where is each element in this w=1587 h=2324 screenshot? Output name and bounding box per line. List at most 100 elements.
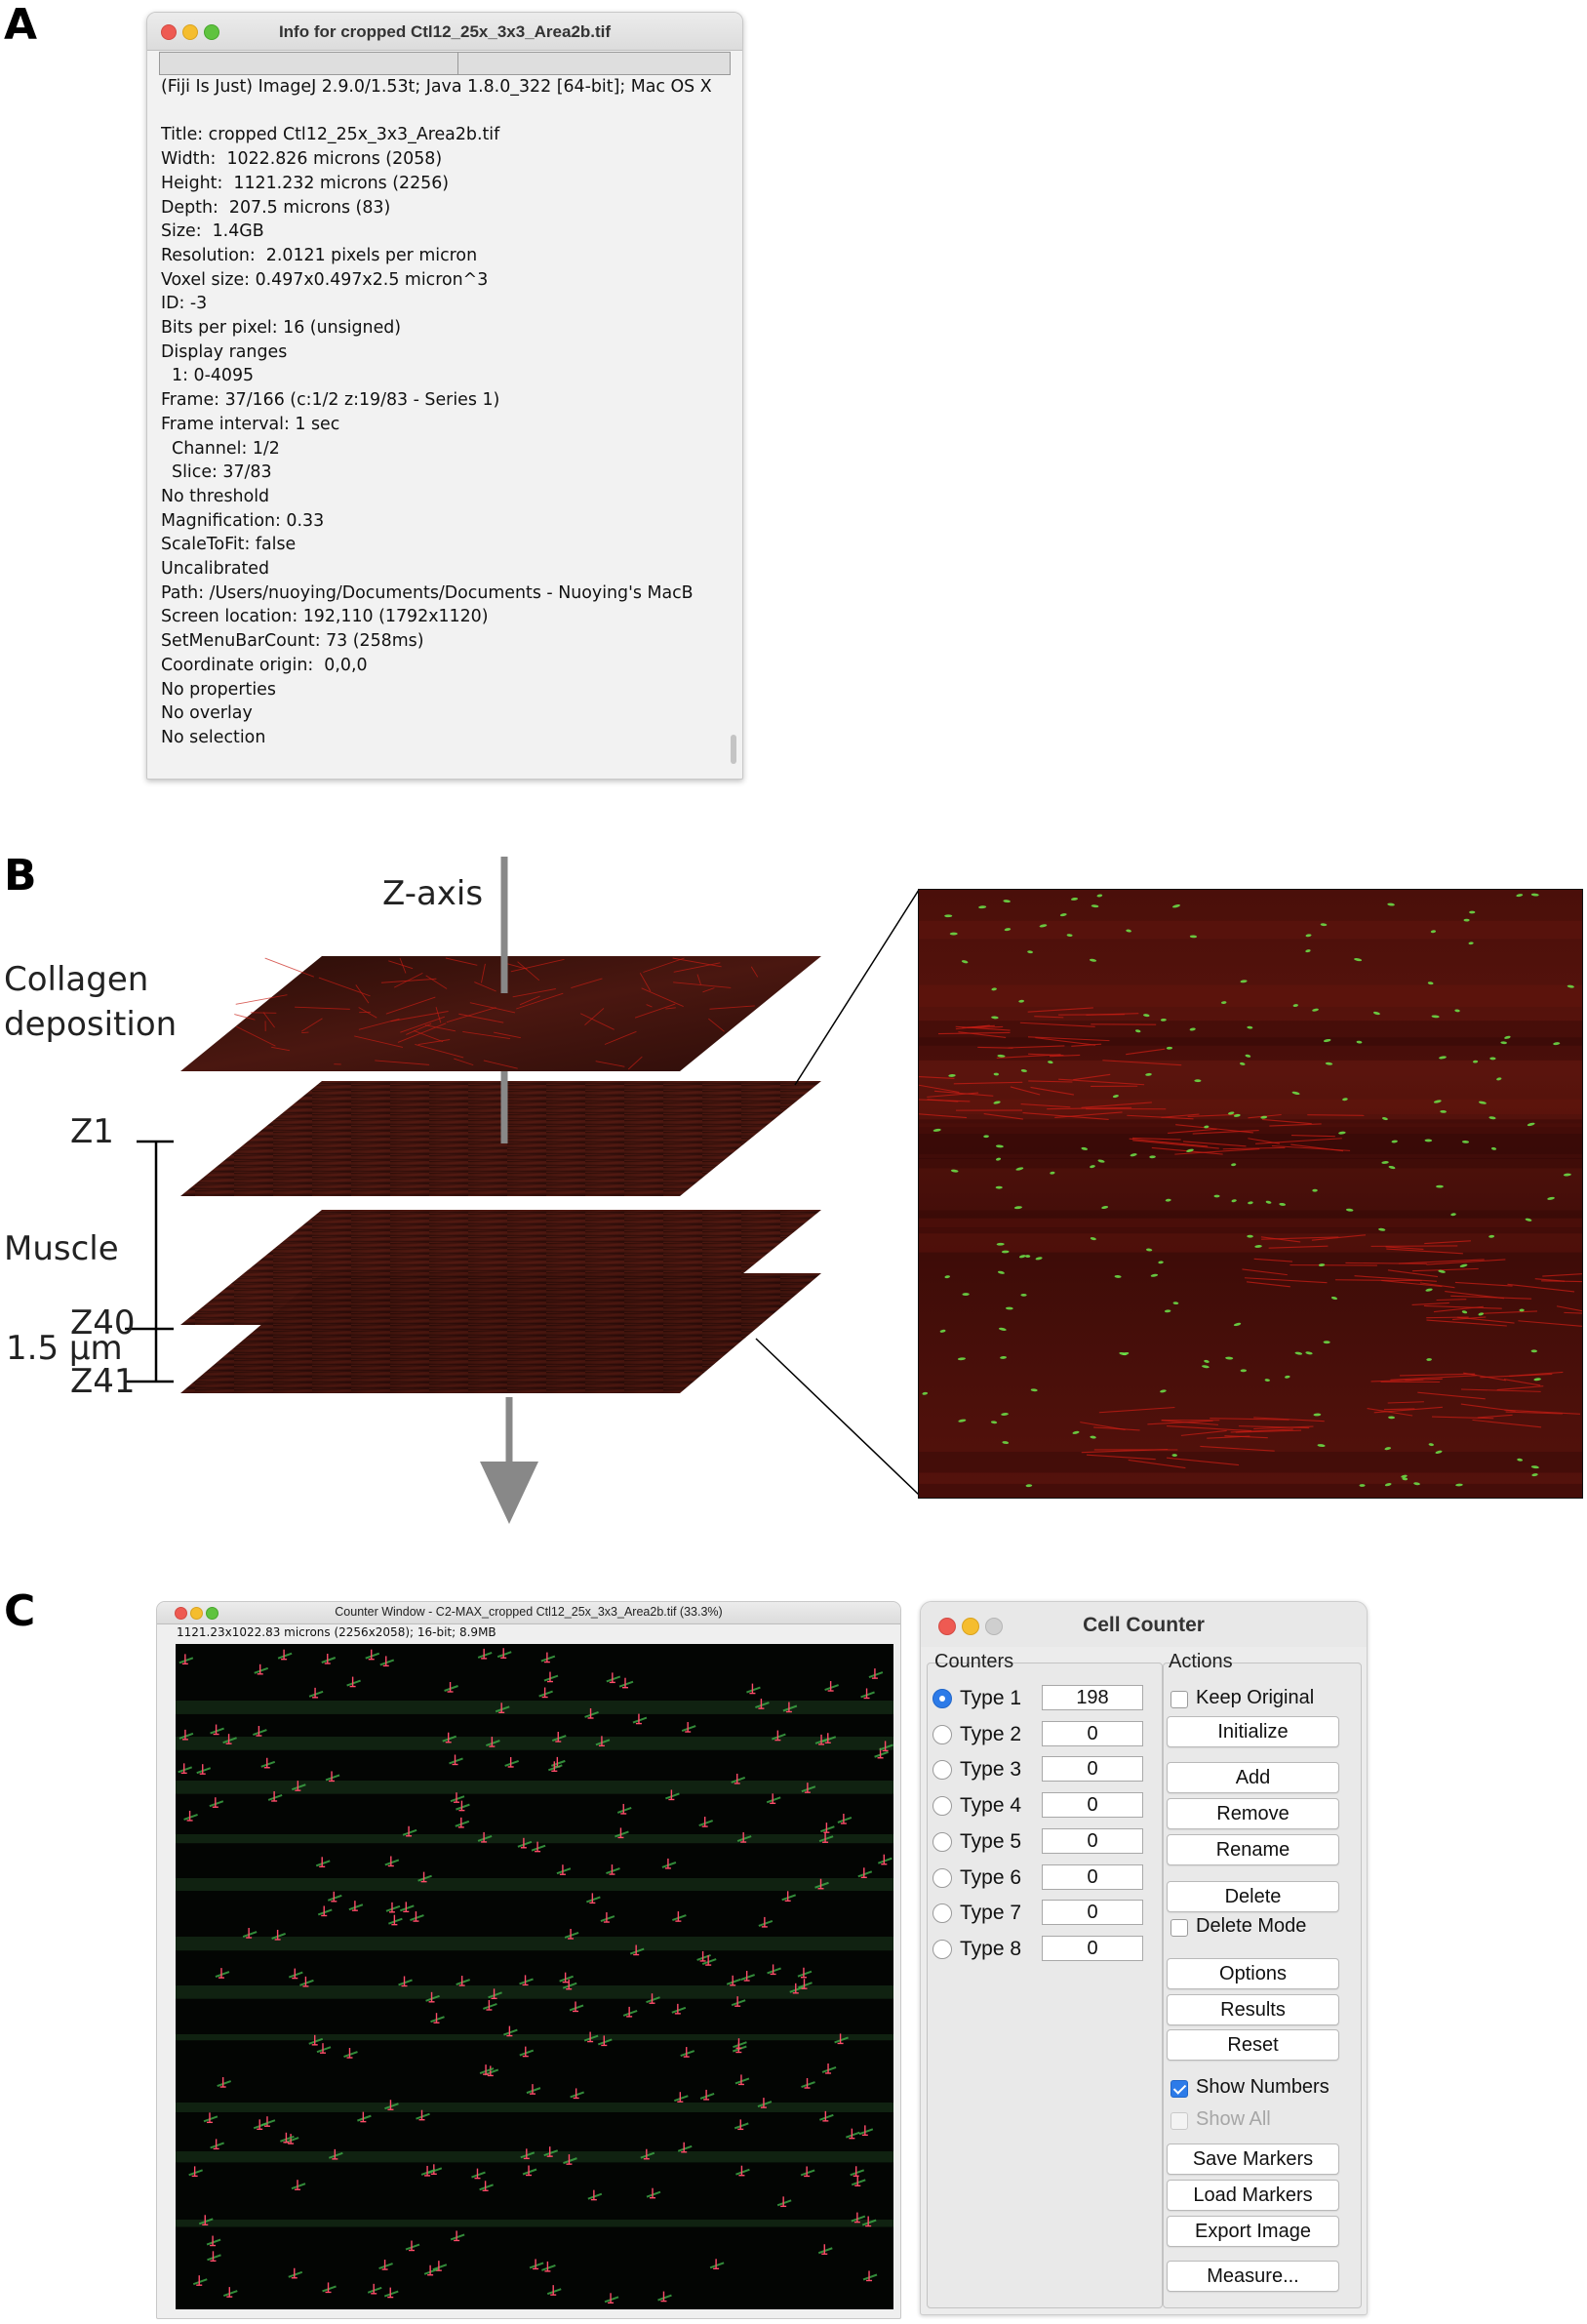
type-count-field[interactable]: 0 [1042,1792,1143,1819]
radio-unselected[interactable] [932,1831,952,1852]
type-count-field[interactable]: 0 [1042,1756,1143,1783]
info-window-titlebar[interactable]: Info for cropped Ctl12_25x_3x3_Area2b.ti… [147,13,742,51]
nucleus [1164,1309,1171,1313]
type-count-field[interactable]: 198 [1042,1685,1143,1710]
minimize-button[interactable] [962,1618,979,1635]
muscle-fiber [1509,1371,1564,1377]
measure-button[interactable]: Measure... [1167,2261,1339,2292]
collagen-fiber [300,1018,323,1032]
nucleus [597,2038,613,2046]
close-button[interactable] [161,24,177,40]
nucleus [1530,1465,1539,1469]
fiber-band [176,1878,893,1892]
add-button[interactable]: Add [1167,1762,1339,1793]
type-label: Type 8 [960,1937,1022,1960]
rename-button[interactable]: Rename [1167,1834,1339,1865]
delete-mode-checkbox[interactable]: Delete Mode [1170,1914,1356,1942]
radio-unselected[interactable] [932,1939,952,1959]
minimize-button[interactable] [190,1607,203,1620]
scrollbar-thumb[interactable] [731,735,736,764]
reset-button[interactable]: Reset [1167,2029,1339,2061]
checkbox-checked[interactable] [1170,2080,1188,2098]
delete-button[interactable]: Delete [1167,1881,1339,1912]
load-markers-button[interactable]: Load Markers [1167,2180,1339,2211]
export-image-button[interactable]: Export Image [1167,2216,1339,2247]
collagen-fiber [355,984,370,1004]
nucleus [877,1857,893,1864]
zoom-button[interactable] [204,24,219,40]
nucleus [1221,1001,1227,1005]
nucleus [797,1970,813,1978]
nucleus [861,2219,877,2226]
collagen-fiber [696,974,701,985]
nucleus [734,2077,750,2085]
results-button[interactable]: Results [1167,1994,1339,2025]
cell-counter-titlebar[interactable]: Cell Counter [921,1602,1367,1647]
nucleus [1005,1306,1013,1310]
type-count-field[interactable]: 0 [1042,1935,1143,1961]
counter-type-row[interactable]: Type 2 0 [932,1718,1155,1751]
nucleus [1342,1098,1348,1102]
collagen-fiber [519,995,540,1006]
nucleus [179,1657,194,1664]
radio-unselected[interactable] [932,1724,952,1744]
counter-type-row[interactable]: Type 8 0 [932,1933,1155,1966]
radio-unselected[interactable] [932,1796,952,1817]
z-axis-label: Z-axis [382,874,484,913]
nucleus [325,1774,340,1782]
nucleus [1165,1198,1171,1202]
type-count-field[interactable]: 0 [1042,1900,1143,1926]
nucleus [1239,1062,1246,1065]
type-count-field[interactable]: 0 [1042,1827,1143,1854]
checkbox-box[interactable] [1170,1919,1188,1937]
counter-image-svg[interactable] [176,1644,893,2309]
remove-button[interactable]: Remove [1167,1798,1339,1829]
counter-window-titlebar[interactable]: Counter Window - C2-MAX_cropped Ctl12_25… [157,1602,900,1624]
nucleus [1050,1171,1055,1175]
nucleus [556,1867,572,1875]
options-button[interactable]: Options [1167,1958,1339,1989]
muscle-fiber [1454,1281,1513,1287]
nucleus [1233,1322,1242,1327]
radio-unselected[interactable] [932,1760,952,1781]
nucleus [726,1978,741,1985]
show-numbers-checkbox[interactable]: Show Numbers [1170,2075,1356,2103]
initialize-button[interactable]: Initialize [1167,1716,1339,1747]
radio-unselected[interactable] [932,1903,952,1924]
nucleus [1240,980,1248,983]
zoom-button[interactable] [206,1607,218,1620]
z1-label: Z1 [70,1112,114,1151]
nucleus [1378,1227,1386,1231]
nucleus [991,1016,999,1020]
minimize-button[interactable] [182,24,198,40]
muscle-fiber [1390,1375,1477,1381]
info-text-area[interactable]: (Fiji Is Just) ImageJ 2.9.0/1.53t; Java … [161,75,731,750]
type-label: Type 2 [960,1722,1022,1745]
counter-window: Counter Window - C2-MAX_cropped Ctl12_25… [156,1601,901,2319]
nucleus [1090,1237,1096,1241]
collagen-fiber [517,961,540,982]
nucleus [519,2049,535,2057]
radio-unselected[interactable] [932,1867,952,1888]
counter-image-canvas[interactable] [176,1644,893,2309]
checkbox-box[interactable] [1170,1691,1188,1708]
close-button[interactable] [938,1618,956,1635]
z-axis-arrowhead [480,1462,538,1524]
nucleus [1020,1293,1027,1297]
type-count-field[interactable]: 0 [1042,1863,1143,1890]
nucleus [217,2080,232,2087]
save-markers-button[interactable]: Save Markers [1167,2144,1339,2175]
close-button[interactable] [175,1607,187,1620]
type-count-field[interactable]: 0 [1042,1720,1143,1746]
keep-original-checkbox[interactable]: Keep Original [1170,1686,1356,1713]
muscle-fiber [1030,1086,1075,1096]
muscle-fiber [1080,1422,1126,1431]
nucleus [1142,1014,1150,1018]
radio-selected[interactable] [932,1689,952,1708]
